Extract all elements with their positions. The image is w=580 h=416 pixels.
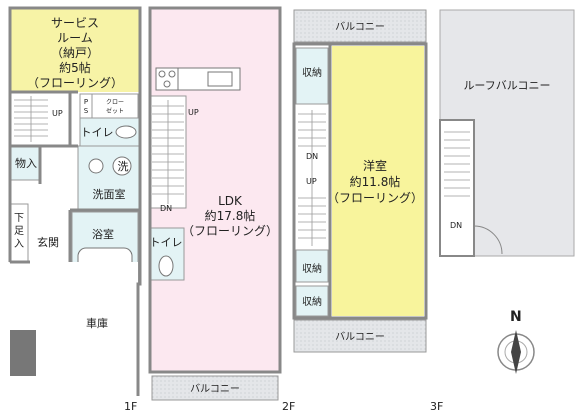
sink-icon bbox=[88, 158, 104, 174]
closet-1f-label: 物入 bbox=[15, 156, 37, 170]
service-room-label-2: ルーム bbox=[57, 31, 93, 45]
service-room-label-4: 約5帖 bbox=[59, 60, 91, 75]
burner-icon bbox=[158, 70, 166, 78]
toilet-1f-label: トイレ bbox=[81, 126, 114, 139]
roof-balcony-label: ルーフバルコニー bbox=[463, 79, 550, 92]
stair-dn-3f: DN bbox=[306, 152, 318, 161]
western-room-label-2: 約11.8帖 bbox=[350, 174, 401, 189]
shoe-box-label-1: 下 bbox=[14, 213, 24, 224]
western-room-label-1: 洋室 bbox=[363, 158, 387, 173]
compass-icon bbox=[497, 330, 535, 374]
toilet-bowl-icon bbox=[115, 125, 137, 139]
roof-door-swing bbox=[473, 225, 503, 255]
balcony-2f-label: バルコニー bbox=[190, 383, 240, 395]
compass-north-label: N bbox=[510, 309, 522, 325]
ps-label-1: P bbox=[84, 98, 88, 106]
balcony-3f-bottom bbox=[293, 319, 427, 353]
floor-label-1f: 1F bbox=[124, 400, 137, 413]
service-room-label-3: （納戸） bbox=[51, 46, 99, 60]
balcony-3f-top-label: バルコニー bbox=[335, 21, 385, 33]
service-room bbox=[10, 8, 140, 92]
balcony-3f-bottom-label: バルコニー bbox=[335, 331, 385, 343]
stair-dn-roof: DN bbox=[450, 221, 462, 230]
stair-up-2f: UP bbox=[188, 108, 199, 117]
western-room bbox=[332, 46, 424, 316]
ldk-label-2: 約17.8帖 bbox=[205, 208, 256, 223]
washroom-label: 洗面室 bbox=[93, 187, 126, 201]
washing-machine-label: 洗 bbox=[118, 160, 129, 173]
entrance bbox=[30, 228, 70, 262]
stair-dn-2f: DN bbox=[160, 204, 172, 213]
floor-3f bbox=[292, 9, 575, 374]
toilet-2f-label: トイレ bbox=[150, 236, 183, 249]
floor-1f bbox=[8, 6, 142, 396]
balcony-2f bbox=[151, 375, 279, 401]
garage-pillar bbox=[10, 330, 36, 376]
storage-mid-label: 収納 bbox=[302, 262, 322, 275]
storage-bottom bbox=[295, 285, 329, 317]
balcony-3f-top bbox=[293, 9, 427, 43]
ldk-label-1: LDK bbox=[218, 194, 243, 208]
toilet-bowl-icon bbox=[158, 255, 174, 277]
ldk-label-3: （フローリング） bbox=[182, 224, 278, 238]
storage-mid bbox=[295, 249, 329, 283]
floor-2f bbox=[148, 6, 282, 401]
stair-up-1f: UP bbox=[52, 109, 63, 118]
burner-icon bbox=[168, 70, 176, 78]
shoe-box-label-2: 足 bbox=[14, 225, 24, 237]
storage-bottom-label: 収納 bbox=[302, 295, 322, 308]
bathroom-label: 浴室 bbox=[92, 227, 114, 241]
kitchen-sink-icon bbox=[207, 71, 233, 87]
service-room-label-5: （フローリング） bbox=[27, 76, 123, 90]
floor-label-3f: 3F bbox=[430, 400, 443, 413]
storage-top bbox=[295, 47, 329, 105]
burner-icon bbox=[163, 80, 171, 88]
closet-label-1: クロー bbox=[106, 99, 124, 106]
closet-label-2: ゼット bbox=[106, 107, 124, 115]
floor-label-2f: 2F bbox=[282, 400, 295, 413]
shoe-box-label-3: 入 bbox=[14, 239, 24, 250]
washing-machine-icon bbox=[112, 156, 132, 176]
storage-top-label: 収納 bbox=[302, 66, 322, 79]
western-room-label-3: （フローリング） bbox=[327, 191, 423, 205]
closet-storage-1f bbox=[9, 145, 41, 181]
service-room-label-1: サービス bbox=[51, 16, 99, 30]
entrance-label: 玄関 bbox=[37, 235, 59, 249]
ps-label-2: S bbox=[84, 107, 89, 115]
garage-label: 車庫 bbox=[86, 316, 108, 330]
stair-up-3f: UP bbox=[306, 177, 317, 186]
